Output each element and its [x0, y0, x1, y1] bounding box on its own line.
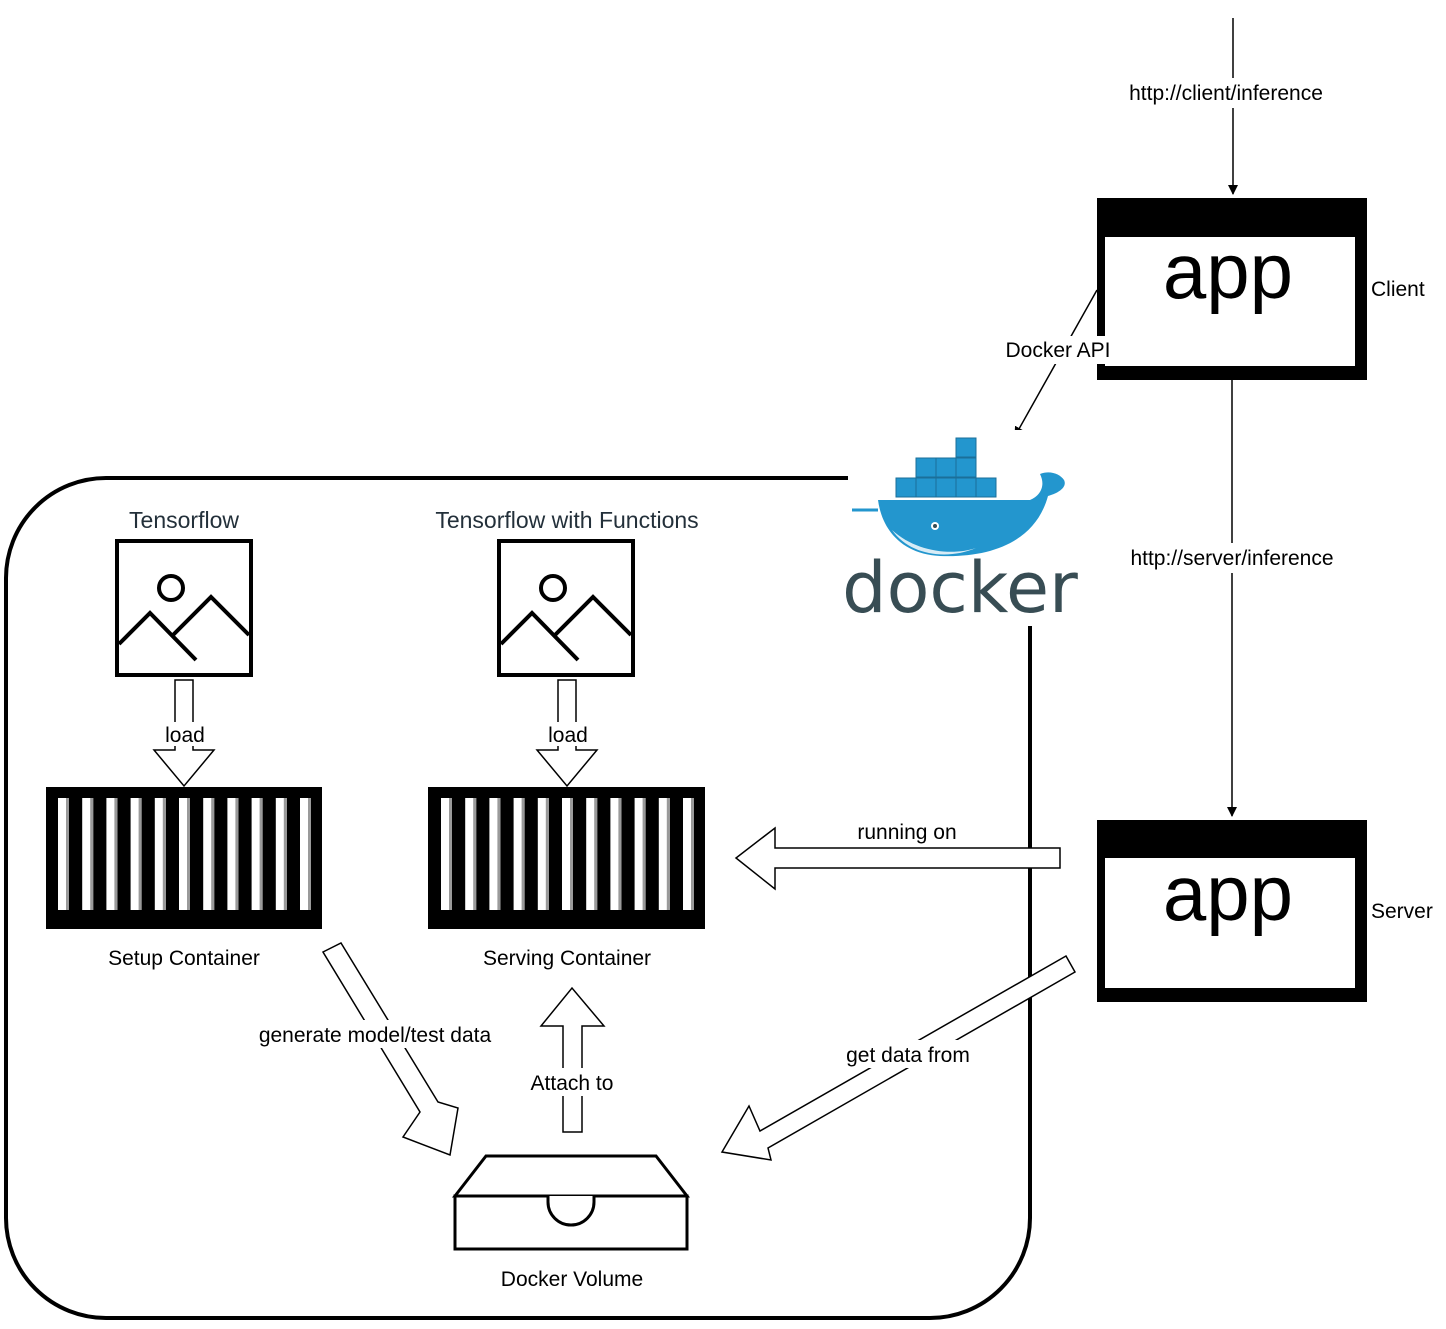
container-slat — [82, 798, 94, 910]
container-slat-shade — [235, 798, 239, 910]
container-slat-shade — [666, 798, 670, 910]
container-slat-shade — [162, 798, 166, 910]
container-slat-shade — [642, 798, 646, 910]
attach-to-arrow — [539, 986, 606, 1133]
container-slat — [658, 798, 670, 910]
server-app-node[interactable]: app — [1097, 820, 1367, 1002]
running-on-arrow — [734, 826, 1061, 891]
container-slat — [465, 798, 477, 910]
container-icon — [46, 787, 322, 929]
container-slat — [130, 798, 142, 910]
container-slat-shade — [691, 798, 694, 910]
container-slat — [634, 798, 646, 910]
container-slat-shade — [545, 798, 549, 910]
running-on-label: running on — [857, 821, 956, 844]
container-slat-shade — [90, 798, 94, 910]
docker-volume-label: Docker Volume — [501, 1268, 643, 1291]
container-slat-shade — [259, 798, 263, 910]
setup-container-label: Setup Container — [108, 947, 260, 970]
attach-to-label: Attach to — [531, 1072, 614, 1095]
container-slat-shade — [497, 798, 501, 910]
client-label: Client — [1371, 278, 1425, 301]
container-slat-shade — [66, 798, 69, 910]
volume-tray-icon — [451, 1154, 691, 1251]
container-slat — [203, 798, 215, 910]
container-slat — [586, 798, 598, 910]
container-slat-shade — [283, 798, 287, 910]
container-slat-shade — [114, 798, 118, 910]
container-slat — [179, 798, 190, 910]
container-slat-shade — [449, 798, 452, 910]
docker-logo-text: docker — [842, 547, 1078, 629]
container-slat — [489, 798, 501, 910]
container-slat-shade — [570, 798, 573, 910]
docker-api-label: Docker API — [1005, 339, 1110, 362]
container-slat-shade — [187, 798, 190, 910]
container-slat — [227, 798, 239, 910]
server-label: Server — [1371, 900, 1433, 923]
client-inference-label: http://client/inference — [1129, 82, 1323, 105]
container-slat — [537, 798, 549, 910]
container-slat — [251, 798, 263, 910]
generate-data-arrow — [321, 942, 459, 1157]
docker-whale-icon — [848, 430, 1074, 626]
container-slat-shade — [211, 798, 215, 910]
container-slat — [683, 798, 694, 910]
image-icon — [115, 539, 253, 677]
container-slat-shade — [521, 798, 525, 910]
container-slat — [441, 798, 452, 910]
serving-container-label: Serving Container — [483, 947, 651, 970]
client-app-node[interactable]: app — [1097, 198, 1367, 380]
container-slat-shade — [138, 798, 142, 910]
tensorflow-functions-image-label: Tensorflow with Functions — [435, 507, 698, 533]
docker-host-boundary — [4, 476, 1032, 1320]
container-slat — [275, 798, 287, 910]
container-slat — [300, 798, 311, 910]
container-slat — [513, 798, 525, 910]
generate-data-label: generate model/test data — [259, 1024, 492, 1047]
server-inference-label: http://server/inference — [1130, 547, 1333, 570]
container-slat-shade — [594, 798, 598, 910]
load-label-left: load — [165, 724, 205, 747]
container-slat — [562, 798, 573, 910]
client-app-text: app — [1163, 227, 1293, 315]
container-slat — [58, 798, 69, 910]
load-label-right: load — [548, 724, 588, 747]
container-slat — [106, 798, 118, 910]
container-icon — [428, 787, 705, 929]
server-app-text: app — [1163, 849, 1293, 937]
container-slat — [610, 798, 622, 910]
tensorflow-image-label: Tensorflow — [129, 507, 239, 533]
container-slat — [154, 798, 166, 910]
get-data-from-label: get data from — [846, 1044, 970, 1067]
image-icon — [497, 539, 635, 677]
container-slat-shade — [473, 798, 477, 910]
container-slat-shade — [618, 798, 622, 910]
container-slat-shade — [308, 798, 311, 910]
